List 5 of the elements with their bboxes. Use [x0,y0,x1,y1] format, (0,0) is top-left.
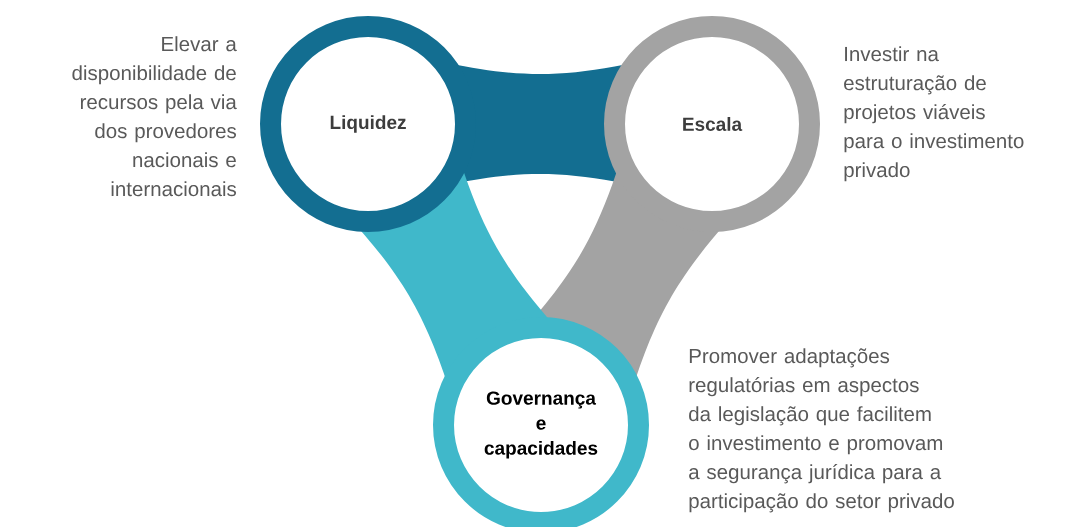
description-text: Elevar a disponibilidade de recursos pela via dos provedores nacionais e internacionais [72,36,237,197]
node-label: Governança e capacidades [484,391,598,459]
description-text: Promover adaptações regulatórias em aspectos da legislação que facilitem o investimento e promovam a segurança jurídica para a participação do setor privado [689,348,954,513]
node-label: Escala [683,117,743,131]
description-text: Investir na estruturação de projetos viáveis para o investimento privado [844,46,1024,182]
